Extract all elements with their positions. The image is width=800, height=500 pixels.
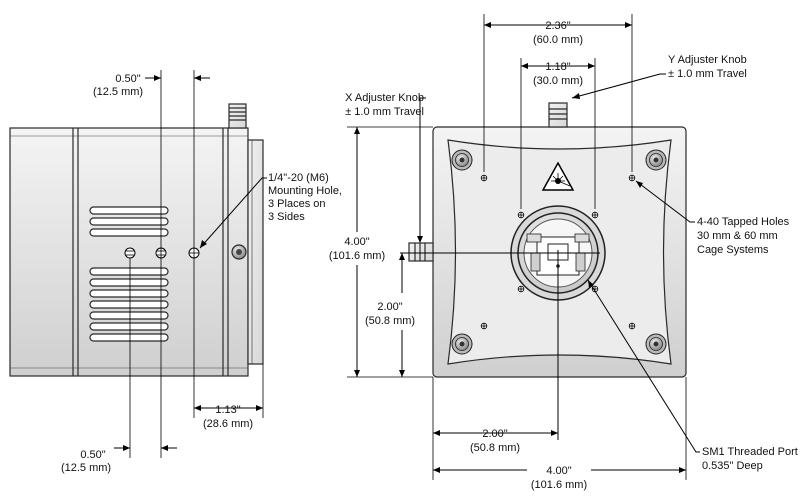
y-adjuster-knob (548, 102, 568, 128)
x-adjuster-knob (408, 242, 434, 262)
corner-screw-bl (451, 333, 473, 355)
front-view: 2.36" (60.0 mm) 1.18" (30.0 mm) Y Adjust… (329, 14, 798, 491)
mounting-hole-1 (124, 247, 136, 259)
width-mid-inch: 1.18" (545, 61, 570, 73)
width-top-inch: 2.36" (545, 20, 570, 32)
half-width-inch: 2.00" (482, 428, 507, 440)
dim-right-inch: 1.13" (215, 404, 240, 416)
dim-top-inch: 0.50" (115, 73, 140, 85)
dim-bottom-mm: (12.5 mm) (61, 462, 111, 474)
half-width-mm: (50.8 mm) (470, 442, 520, 454)
dim-bottom-inch: 0.50" (80, 449, 105, 461)
x-knob-label-1: X Adjuster Knob (345, 92, 424, 104)
y-knob-label-2: ± 1.0 mm Travel (668, 68, 747, 80)
mount-label-line-2: Mounting Hole, (268, 185, 342, 197)
height-inch: 4.00" (344, 236, 369, 248)
port-label-1: SM1 Threaded Port (702, 446, 798, 458)
half-height-inch: 2.00" (377, 301, 402, 313)
tapped-holes-label-3: Cage Systems (697, 244, 769, 256)
corner-screw-tr (645, 149, 667, 171)
port-label-2: 0.535" Deep (702, 460, 763, 472)
width-inch: 4.00" (546, 465, 571, 477)
dim-right-mm: (28.6 mm) (203, 418, 253, 430)
side-front-plate (247, 139, 264, 365)
width-top-mm: (60.0 mm) (533, 34, 583, 46)
vent-slots (89, 206, 169, 342)
mount-label-line-1: 1/4"-20 (M6) (268, 172, 329, 184)
x-knob-label-2: ± 1.0 mm Travel (345, 106, 424, 118)
mount-label-line-4: 3 Sides (268, 211, 305, 223)
height-mm: (101.6 mm) (329, 250, 385, 262)
y-knob-label-1: Y Adjuster Knob (668, 54, 747, 66)
corner-screw-br (645, 333, 667, 355)
mount-label-line-3: 3 Places on (268, 198, 325, 210)
tapped-holes-label-1: 4-40 Tapped Holes (697, 216, 790, 228)
tapped-holes-label-2: 30 mm & 60 mm (697, 230, 778, 242)
corner-screw-tl (451, 149, 473, 171)
side-view: 0.50" (12.5 mm) 0.50" (12.5 mm) 1.13" (2… (9, 70, 342, 474)
width-mid-mm: (30.0 mm) (533, 75, 583, 87)
width-mm: (101.6 mm) (531, 479, 587, 491)
tapped-holes (480, 174, 636, 330)
dim-top-mm: (12.5 mm) (93, 86, 143, 98)
laser-warning-icon (541, 161, 575, 191)
half-height-mm: (50.8 mm) (365, 315, 415, 327)
mounting-hole-3 (188, 247, 200, 259)
